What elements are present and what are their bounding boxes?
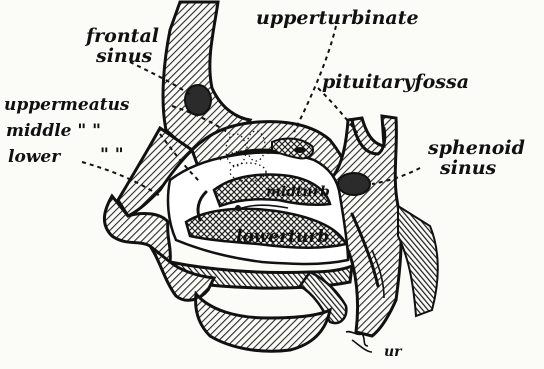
label-lower-meatus: lower (8, 147, 61, 167)
label-middle-meatus: middle " " (6, 121, 101, 141)
label-lower-turb: lowerturb (236, 227, 329, 247)
frontal-sinus (185, 85, 211, 115)
pharynx (398, 206, 438, 316)
label-sphenoid: sphenoid (427, 137, 525, 159)
label-frontal-sinus: sinus (95, 45, 153, 67)
label-sphenoid-sinus: sinus (439, 157, 497, 179)
lower-jaw (196, 294, 330, 351)
label-mid-turb: midturb (266, 184, 330, 200)
label-upper-meatus: uppermeatus (4, 95, 130, 115)
sphenoid-sinus (338, 173, 370, 195)
label-lower-meatus-ditto: " " (100, 145, 124, 165)
label-upper-turbinate: upperturbinate (256, 7, 419, 29)
label-frontal: frontal (84, 25, 159, 47)
signature-text: ur (384, 344, 403, 360)
label-pituitary-fossa: pituitaryfossa (322, 71, 469, 93)
